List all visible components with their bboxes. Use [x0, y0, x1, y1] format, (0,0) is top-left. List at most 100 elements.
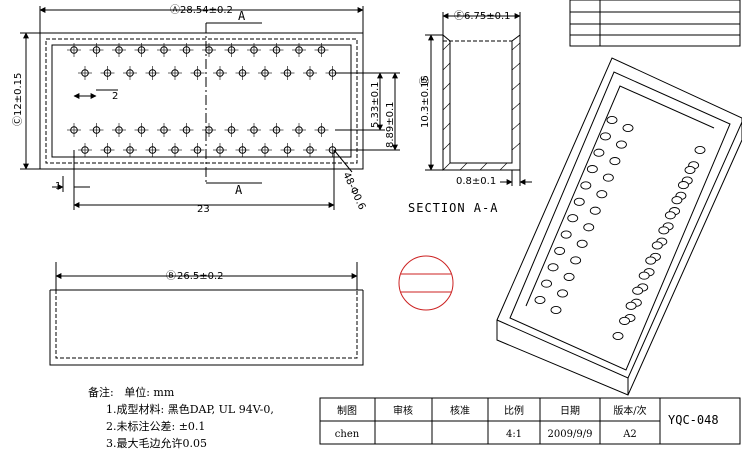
iso-pin-hole — [632, 286, 644, 295]
section-height-callout: Ⓓ — [419, 76, 431, 86]
iso-pin-hole — [557, 289, 568, 298]
pin-hole — [272, 126, 281, 134]
pin-hole — [171, 146, 179, 154]
section-view — [425, 12, 532, 186]
iso-pin-hole — [638, 271, 650, 280]
pin-hole — [216, 146, 224, 154]
pin-hole — [295, 126, 303, 134]
iso-pin-hole — [609, 157, 621, 166]
pin-hole — [238, 69, 247, 77]
pin-hole — [283, 146, 292, 154]
title-block-value: 2009/9/9 — [548, 429, 593, 440]
pin-hole — [81, 146, 89, 154]
pin-hole — [272, 46, 281, 54]
isometric-view — [496, 57, 742, 396]
iso-pin-hole — [576, 239, 588, 248]
section-label-a-bottom: A — [235, 183, 243, 197]
pin-hole — [126, 69, 134, 77]
pin-hole — [205, 46, 213, 54]
side-view — [49, 262, 364, 366]
title-block-value: chen — [335, 429, 360, 440]
isometric-pin-holes — [534, 115, 706, 341]
iso-pin-hole — [616, 140, 627, 149]
iso-pin-hole — [625, 301, 637, 310]
iso-pin-hole — [560, 230, 572, 239]
pin-hole — [160, 46, 168, 54]
iso-pin-hole — [570, 256, 582, 265]
iso-pin-hole — [612, 331, 624, 341]
pin-hole — [250, 126, 258, 134]
drawing-number: YQC-048 — [668, 413, 719, 427]
pin-hole — [306, 69, 314, 77]
iso-pin-hole — [567, 214, 579, 223]
iso-pin-hole — [554, 246, 566, 255]
pin-hole — [92, 126, 101, 134]
pin-hole — [261, 146, 269, 154]
top-width-callout: Ⓐ — [170, 4, 180, 16]
pin-hole — [250, 46, 258, 54]
top-height-callout: Ⓒ — [12, 116, 24, 126]
note-item-2: 2.未标注公差: ±0.1 — [106, 420, 206, 433]
iso-pin-hole — [593, 148, 605, 157]
iso-pin-hole — [541, 279, 552, 288]
top-view — [20, 6, 400, 210]
iso-pin-hole — [645, 256, 657, 265]
iso-pin-hole — [671, 196, 683, 205]
pin-hole — [148, 146, 157, 154]
pin-hole — [238, 146, 247, 154]
pin-hole — [92, 46, 101, 54]
span-dim: 23 — [197, 204, 210, 215]
pin-hole — [81, 69, 89, 77]
pin-hole — [148, 69, 157, 77]
pin-hole — [171, 69, 179, 77]
section-width-dim: 6.75±0.1 — [464, 11, 511, 22]
pin-hole — [328, 69, 337, 77]
pin-hole — [70, 46, 78, 54]
section-height-dim: 10.3±0.15 — [420, 75, 431, 128]
pin-hole — [227, 126, 236, 134]
pin-hole — [70, 126, 78, 134]
pin-hole — [283, 69, 292, 77]
side-width-callout: Ⓑ — [166, 270, 176, 282]
title-block-value: A2 — [622, 429, 637, 440]
title-block-header: 制图 — [337, 404, 357, 417]
iso-pin-hole — [602, 173, 614, 182]
pin-hole — [227, 46, 236, 54]
top-height-dim: 12±0.15 — [13, 73, 24, 116]
iso-pin-hole — [658, 226, 670, 235]
pin-hole — [137, 46, 146, 54]
pin-hole — [115, 46, 123, 54]
pin-hole — [115, 126, 123, 134]
note-item-1: 1.成型材料: 黑色DAP, UL 94V-0, — [106, 403, 274, 416]
title-block-header: 审核 — [393, 404, 413, 417]
title-block-value: 4:1 — [506, 429, 522, 440]
section-title: SECTION A-A — [408, 201, 498, 215]
title-block-header: 核准 — [450, 404, 470, 417]
pin-hole — [317, 46, 326, 54]
notes-heading-line: 备注: 单位: mm — [88, 384, 274, 401]
iso-pin-hole — [694, 145, 706, 155]
iso-pin-hole — [534, 295, 546, 305]
iso-pin-hole — [606, 115, 618, 125]
top-width-dim: 28.54±0.2 — [180, 5, 233, 16]
pin-hole — [193, 146, 202, 154]
iso-pin-hole — [664, 211, 676, 220]
section-label-a-top: A — [238, 9, 246, 23]
pin-hole — [137, 126, 146, 134]
pin-hole — [103, 146, 112, 154]
iso-pin-hole — [600, 132, 611, 141]
notes-heading: 备注: — [88, 386, 114, 399]
pin-hole — [182, 46, 191, 54]
pin-hole — [193, 69, 202, 77]
pitch-v2-dim: 8.89±0.1 — [385, 101, 396, 148]
iso-pin-hole — [583, 223, 595, 232]
pin-hole — [160, 126, 168, 134]
iso-pin-hole — [547, 263, 559, 272]
pin-hole — [317, 126, 326, 134]
title-block — [319, 0, 741, 445]
pin-hole — [261, 69, 269, 77]
iso-pin-hole — [563, 272, 575, 281]
section-wall-dim: 0.8±0.1 — [456, 176, 496, 187]
